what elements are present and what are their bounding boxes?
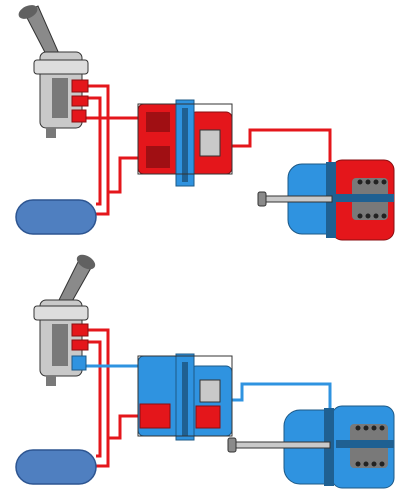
valve-stem xyxy=(46,376,56,386)
valve-stem xyxy=(46,128,56,138)
valve-port-upper xyxy=(72,80,88,92)
push-rod-end xyxy=(228,438,236,452)
valve-port-lower xyxy=(72,340,88,350)
scene-applied xyxy=(16,2,394,240)
relay-chamber-lower xyxy=(146,146,170,168)
scene-released xyxy=(16,252,394,488)
push-rod xyxy=(234,442,330,448)
relay-center-plunger xyxy=(182,108,188,182)
hand-control-valve xyxy=(16,2,88,138)
air-reservoir xyxy=(16,450,96,484)
relay-chamber-lower-right xyxy=(196,406,220,428)
valve-port-upper xyxy=(72,324,88,336)
valve-port-lower xyxy=(72,96,88,106)
valve-cap xyxy=(34,60,88,74)
valve-port-control xyxy=(72,110,86,122)
relay-supply-line xyxy=(108,158,140,192)
push-rod-end xyxy=(258,192,266,206)
relay-chamber-lower xyxy=(140,404,170,428)
valve-piston xyxy=(52,78,68,118)
relay-valve xyxy=(138,354,232,440)
air-reservoir-icon xyxy=(16,200,96,234)
relay-spring-box xyxy=(200,130,220,156)
relay-supply-line xyxy=(108,416,140,438)
air-reservoir xyxy=(16,200,96,234)
air-reservoir-icon xyxy=(16,450,96,484)
valve-cap xyxy=(34,306,88,320)
spring-brake-chamber xyxy=(228,406,394,488)
spring-brake-chamber xyxy=(258,160,394,240)
release-bolt xyxy=(336,194,394,202)
relay-valve xyxy=(138,100,232,186)
valve-port-control xyxy=(72,356,86,370)
release-bolt xyxy=(336,440,394,448)
relay-chamber-upper xyxy=(146,112,170,132)
relay-center-plunger xyxy=(182,362,188,436)
push-rod xyxy=(262,196,332,202)
relay-spring-box xyxy=(200,380,220,402)
valve-piston xyxy=(52,324,68,366)
